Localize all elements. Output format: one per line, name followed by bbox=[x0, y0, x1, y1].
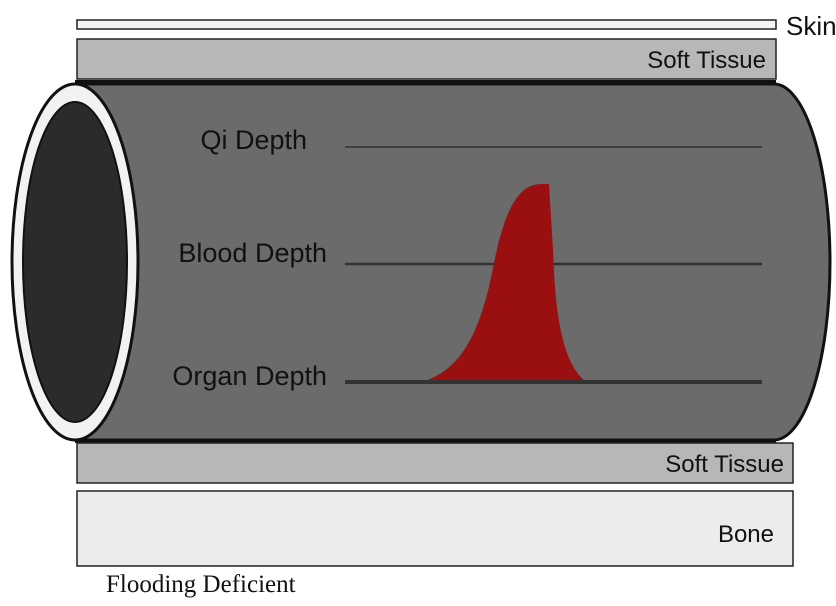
vessel-lumen bbox=[22, 101, 128, 423]
bone-layer bbox=[76, 490, 794, 567]
pulse-waveform bbox=[425, 184, 585, 381]
vessel-body bbox=[73, 82, 832, 442]
soft-tissue-top-layer bbox=[76, 38, 777, 80]
skin-layer bbox=[76, 19, 777, 30]
blood-depth-label: Blood Depth bbox=[178, 238, 327, 268]
soft-tissue-bottom-label: Soft Tissue bbox=[665, 451, 784, 478]
skin-label: Skin bbox=[786, 11, 836, 41]
soft-tissue-bottom-layer bbox=[76, 442, 794, 484]
diagram-caption: Flooding Deficient bbox=[106, 571, 296, 598]
soft-tissue-top-label: Soft Tissue bbox=[647, 47, 766, 74]
qi-depth-label: Qi Depth bbox=[200, 125, 307, 155]
bone-label: Bone bbox=[718, 521, 774, 548]
organ-depth-label: Organ Depth bbox=[172, 361, 327, 391]
